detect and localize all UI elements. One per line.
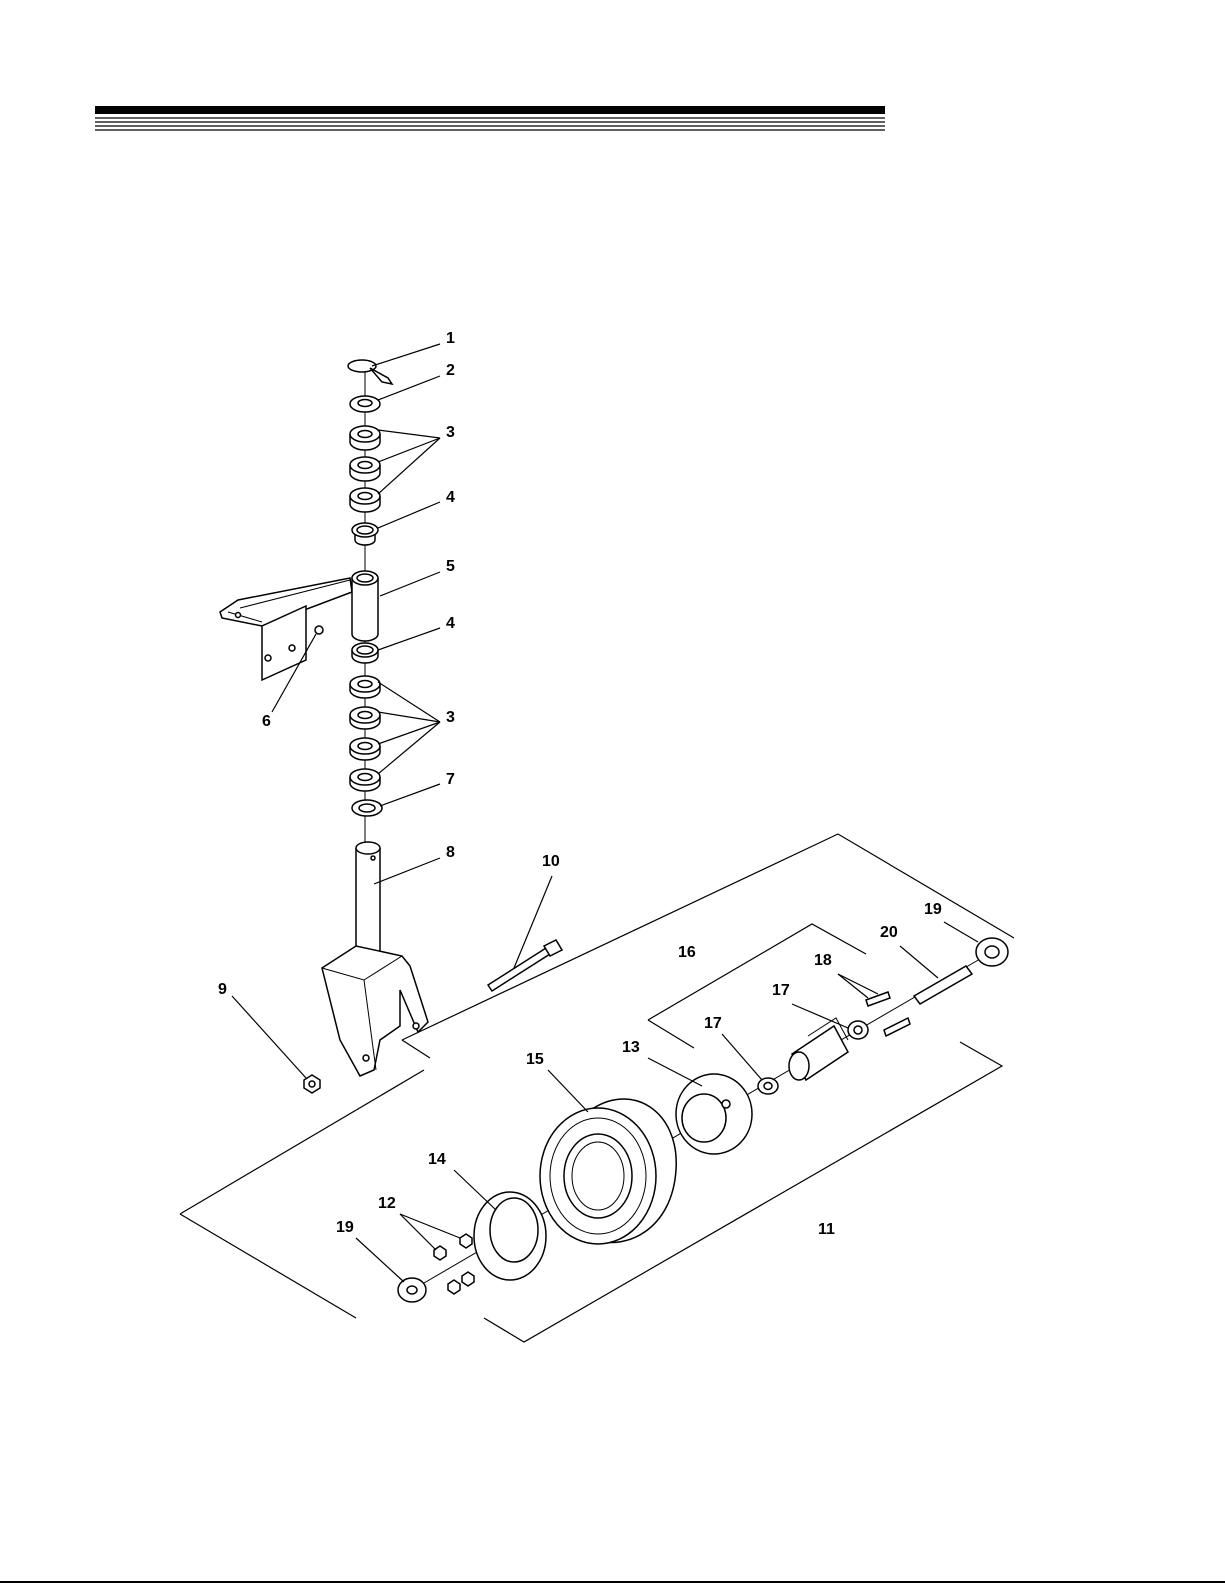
callout-3-upper: 3 xyxy=(446,424,455,441)
bushing-upper-part xyxy=(352,523,378,545)
wheel-spacer-left-part xyxy=(398,1278,426,1302)
caster-fork-part xyxy=(322,842,428,1076)
callout-17-right: 17 xyxy=(772,982,790,999)
wheel-half-left-part xyxy=(474,1192,546,1280)
callout-16: 16 xyxy=(678,944,696,961)
callout-11: 11 xyxy=(818,1221,835,1238)
lynch-pin-part xyxy=(348,360,392,384)
wheel-hub-part xyxy=(789,1018,848,1080)
callout-13: 13 xyxy=(622,1039,640,1056)
wheel-spacer-right-part xyxy=(976,938,1008,966)
bearing-left-part xyxy=(758,1078,778,1094)
header-rule xyxy=(95,106,885,130)
wheel-nuts-part xyxy=(434,1234,474,1294)
callouts: 1 2 3 4 5 4 6 3 7 8 10 9 19 20 16 18 17 … xyxy=(218,330,942,1238)
axle-tube-part xyxy=(914,966,972,1004)
bolt-part xyxy=(488,940,562,991)
tire-part xyxy=(540,1099,676,1244)
callout-19-left: 19 xyxy=(336,1219,354,1236)
thrust-washer-part xyxy=(350,396,380,412)
callout-14: 14 xyxy=(428,1151,446,1168)
bushing-lower-part xyxy=(352,643,378,663)
wheel-half-right-part xyxy=(676,1074,752,1154)
callout-10: 10 xyxy=(542,853,560,870)
callout-17-left: 17 xyxy=(704,1015,722,1032)
grease-fitting-part xyxy=(315,626,323,634)
hub-bolts-part xyxy=(866,992,910,1036)
callout-2: 2 xyxy=(446,362,455,379)
callout-4-upper: 4 xyxy=(446,489,455,506)
callout-3-lower: 3 xyxy=(446,709,455,726)
callout-1: 1 xyxy=(446,330,455,347)
callout-9: 9 xyxy=(218,981,227,998)
callout-8: 8 xyxy=(446,844,455,861)
callout-15: 15 xyxy=(526,1051,544,1068)
callout-7: 7 xyxy=(446,771,455,788)
locknut-part xyxy=(304,1075,320,1093)
callout-19-right: 19 xyxy=(924,901,942,918)
washer-part xyxy=(352,800,382,816)
callout-12: 12 xyxy=(378,1195,396,1212)
callout-5: 5 xyxy=(446,558,455,575)
callout-20: 20 xyxy=(880,924,898,941)
spacer-upper-part xyxy=(350,426,380,512)
callout-18: 18 xyxy=(814,952,832,969)
callout-4-lower: 4 xyxy=(446,615,455,632)
bearing-right-part xyxy=(848,1021,868,1039)
callout-6: 6 xyxy=(262,713,271,730)
